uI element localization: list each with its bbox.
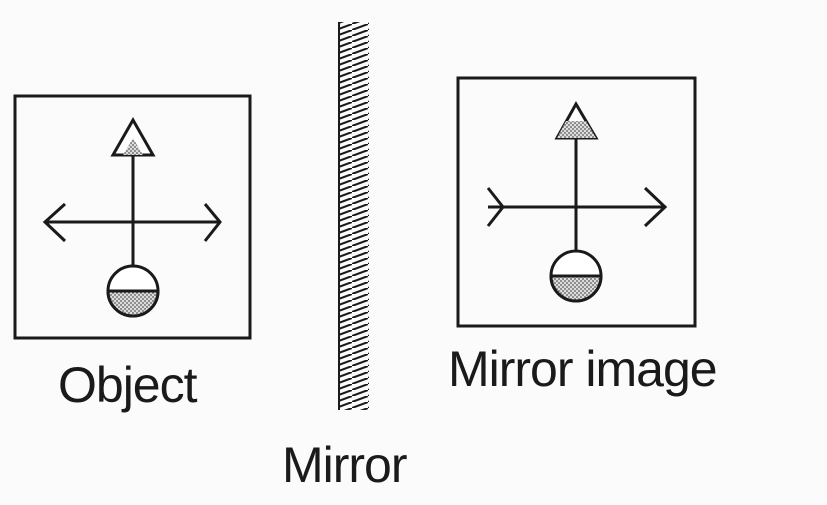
mirror-label: Mirror: [282, 437, 408, 493]
object-frame: [13, 94, 252, 340]
object-tail-right-icon: [203, 203, 222, 242]
mirror-image-label: Mirror image: [448, 341, 718, 397]
image-arrowhead-right-icon: [643, 186, 668, 228]
mirror: [338, 22, 369, 410]
object-arrowhead-left-icon: [42, 202, 67, 243]
object-figure: [13, 94, 252, 340]
image-tail-left-icon: [486, 187, 505, 227]
object-label: Object: [58, 357, 198, 413]
mirror-image-frame: [456, 76, 697, 328]
mirror-image-figure: [456, 76, 697, 328]
